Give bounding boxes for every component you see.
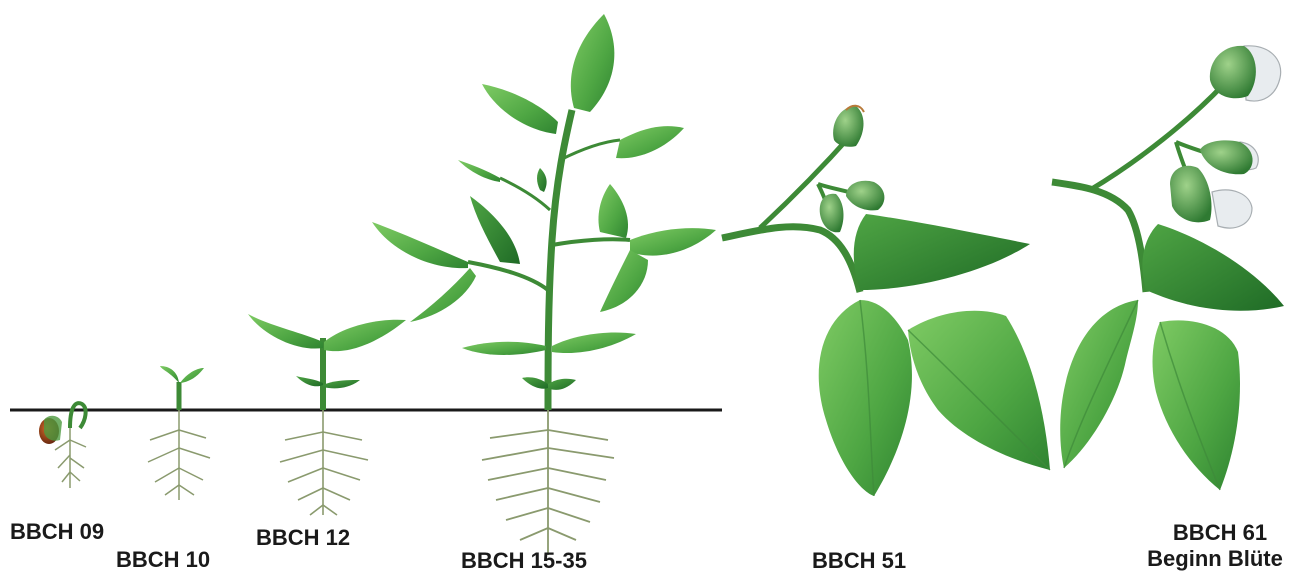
leaf xyxy=(522,377,548,388)
stage-label-bbch51: BBCH 51 xyxy=(812,548,906,574)
cotyledon-right xyxy=(323,380,360,388)
bud-icon xyxy=(1210,46,1256,98)
leaf xyxy=(410,268,476,322)
leaf xyxy=(552,333,636,354)
leaf xyxy=(1142,224,1284,311)
roots xyxy=(148,405,210,500)
roots xyxy=(280,400,368,515)
bud-icon xyxy=(820,194,844,233)
leaf xyxy=(482,84,558,134)
leaf xyxy=(630,228,716,255)
stage-sublabel-bbch61: Beginn Blüte xyxy=(1140,546,1290,572)
leaf xyxy=(819,300,912,496)
cotyledon-left xyxy=(296,376,323,386)
plant-bbch09 xyxy=(39,403,86,488)
leaf xyxy=(908,311,1050,470)
stage-label-bbch1535: BBCH 15-35 xyxy=(461,548,587,574)
leaf-left xyxy=(248,314,323,349)
cotyledon-left xyxy=(160,366,179,383)
hypocotyl-hook xyxy=(70,403,86,428)
stage-label-bbch09: BBCH 09 xyxy=(10,519,104,545)
leaf xyxy=(598,184,628,238)
leaf xyxy=(470,196,520,264)
bud-icon xyxy=(1200,140,1253,174)
leaf xyxy=(458,160,500,182)
plant-bbch61 xyxy=(1052,46,1284,490)
plant-bbch51 xyxy=(722,106,1050,496)
cotyledon-right xyxy=(180,368,204,383)
stem xyxy=(1052,182,1146,292)
leaf-right xyxy=(324,320,406,351)
leaf xyxy=(462,342,546,355)
petal xyxy=(1212,190,1252,228)
bud-icon xyxy=(833,106,863,147)
leaf xyxy=(600,250,648,312)
leaf xyxy=(616,126,684,158)
stage-label-bbch10: BBCH 10 xyxy=(116,547,210,573)
leaf xyxy=(548,379,576,390)
stem xyxy=(722,227,860,292)
plant-bbch12 xyxy=(248,314,406,515)
plant-bbch10 xyxy=(148,366,210,500)
stage-label-bbch12: BBCH 12 xyxy=(256,525,350,551)
leaf xyxy=(571,14,615,112)
leaf xyxy=(854,214,1030,290)
stage-label-bbch61: BBCH 61 xyxy=(1150,520,1290,546)
bud-icon xyxy=(846,181,884,211)
plant-bbch1535 xyxy=(372,14,716,555)
leaf xyxy=(537,168,547,192)
bud-icon xyxy=(1170,166,1212,223)
roots xyxy=(482,400,614,555)
leaf xyxy=(372,222,468,268)
leaf xyxy=(1153,320,1240,490)
